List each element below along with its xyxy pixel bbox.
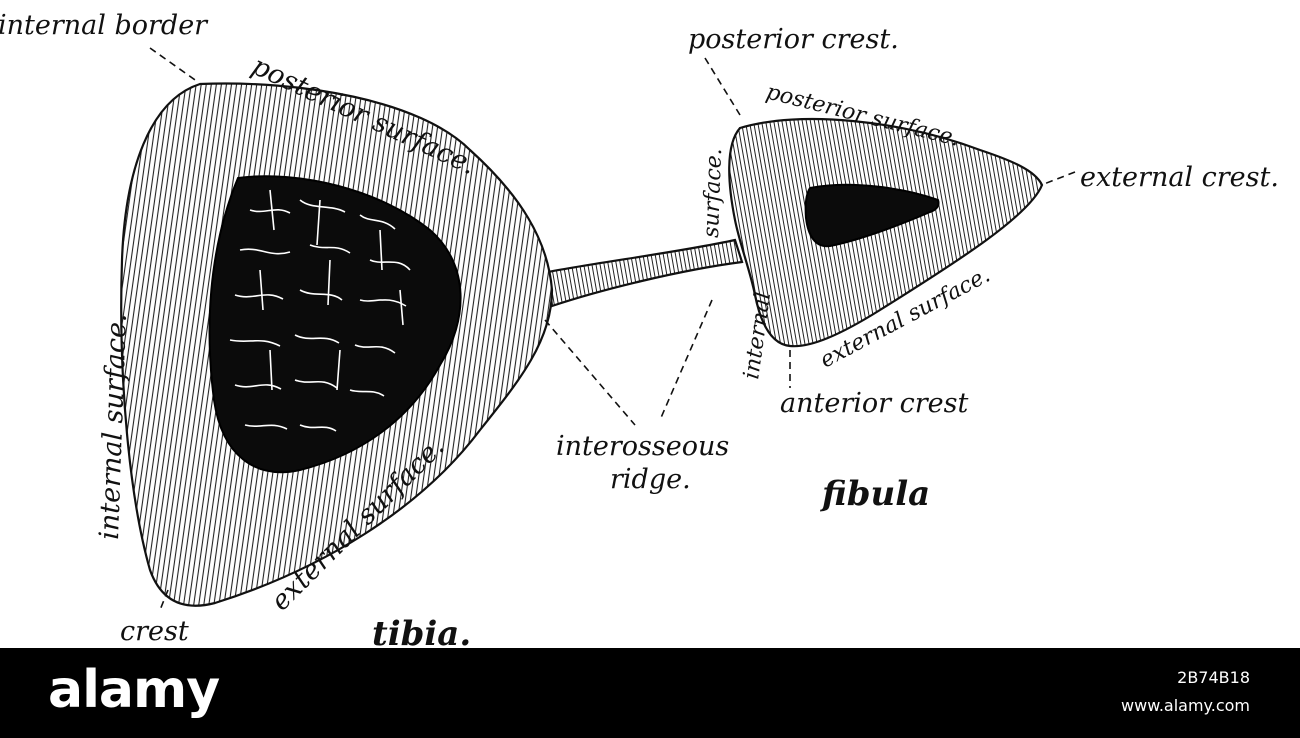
label-internal-border: internal border	[0, 10, 209, 41]
label-anterior-crest: anterior crest	[780, 388, 968, 419]
leader-crest	[159, 589, 169, 611]
label-tibia: tibia.	[372, 614, 471, 648]
fibula-medullary-cavity	[804, 183, 940, 248]
label-interosseous: interosseous	[556, 431, 729, 462]
tibia-fibula-cross-section-diagram: internal border posterior surface. inter…	[0, 10, 1279, 648]
fibula-section	[728, 117, 1044, 348]
tibia-medullary-cavity	[208, 175, 462, 474]
label-surface: surface.	[699, 148, 727, 238]
leader-interosseous-left	[544, 319, 636, 426]
interosseous-membrane	[546, 238, 744, 308]
label-external-crest: external crest.	[1080, 162, 1279, 193]
diagram-canvas: internal border posterior surface. inter…	[0, 10, 1279, 648]
label-internal-surface: internal surface.	[94, 313, 133, 540]
label-ridge: ridge.	[610, 464, 691, 495]
image-id-text: 2B74B18	[1177, 668, 1250, 687]
leader-posterior-crest	[704, 57, 741, 116]
leader-interosseous-right	[659, 299, 713, 421]
brand-logo: alamy	[48, 660, 220, 720]
label-fibula: fibula	[819, 474, 930, 514]
leader-internal-border	[149, 47, 199, 83]
trabecular-texture	[229, 189, 411, 432]
leader-external-crest	[1043, 171, 1076, 185]
label-crest: crest	[120, 616, 189, 647]
site-url-text: www.alamy.com	[1121, 696, 1250, 715]
label-posterior-crest: posterior crest.	[688, 24, 899, 55]
watermark-footer: alamy 2B74B18 www.alamy.com	[0, 648, 1300, 738]
